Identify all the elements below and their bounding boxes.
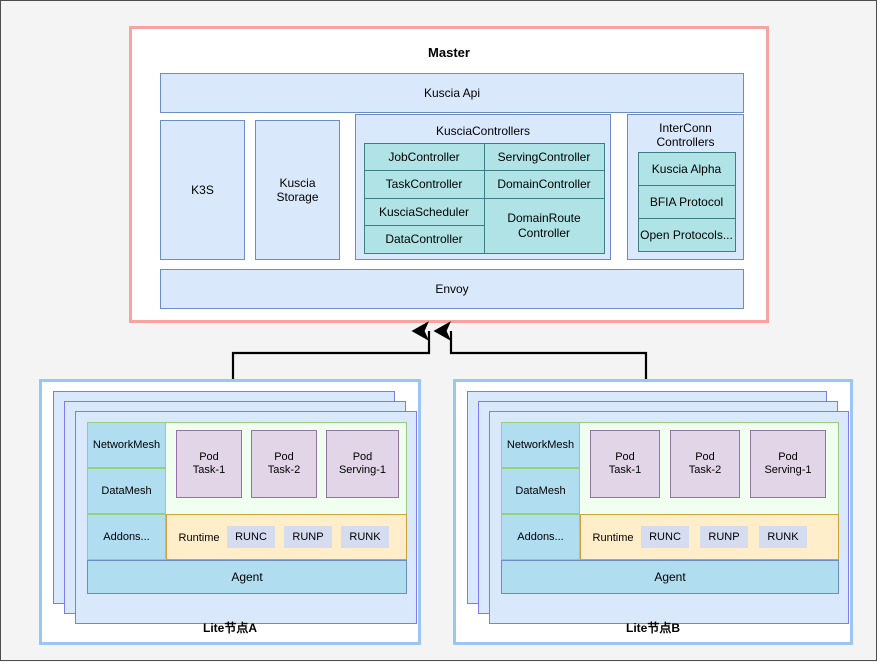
pod-line1: Pod xyxy=(274,451,294,464)
lite-node-b-card-front[interactable]: NetworkMesh DataMesh Addons... Pod Task-… xyxy=(489,411,849,624)
lite-node-a-label: Lite节点A xyxy=(202,620,257,635)
interconn-title-line1: InterConn xyxy=(659,120,712,135)
interconn-item-open-protocols[interactable]: Open Protocols... xyxy=(637,218,736,253)
arrow-node-a-to-master xyxy=(231,321,431,386)
envoy-box[interactable]: Envoy xyxy=(160,269,744,309)
lite-node-a-networkmesh[interactable]: NetworkMesh xyxy=(87,422,166,468)
controller-serving[interactable]: ServingController xyxy=(483,142,605,171)
pod-line2: Task-2 xyxy=(267,464,301,476)
lite-node-b-pod-serving-1[interactable]: Pod Serving-1 xyxy=(750,430,826,498)
domain-route-line2: Controller xyxy=(517,225,571,240)
interconn-controllers-box: InterConn Controllers Kuscia Alpha BFIA … xyxy=(627,114,744,260)
lite-node-a-runtime-runc[interactable]: RUNC xyxy=(227,526,275,548)
pod-line2: Task-2 xyxy=(688,464,722,476)
interconn-controllers-title: InterConn Controllers xyxy=(628,120,743,150)
lite-node-a-datamesh[interactable]: DataMesh xyxy=(87,468,166,514)
pod-line2: Task-1 xyxy=(192,464,226,476)
pod-line1: Pod xyxy=(695,451,715,464)
kuscia-api-box[interactable]: Kuscia Api xyxy=(160,73,744,113)
master-container: Master Kuscia Api K3S Kuscia Storage Kus… xyxy=(129,26,769,323)
interconn-title-line2: Controllers xyxy=(656,135,715,149)
lite-node-b-pod-task-1[interactable]: Pod Task-1 xyxy=(590,430,660,498)
kuscia-storage-line2: Storage xyxy=(276,190,319,204)
domain-route-line1: DomainRoute xyxy=(507,211,581,226)
lite-node-b-agent[interactable]: Agent xyxy=(501,560,839,594)
controller-kuscia-scheduler[interactable]: KusciaScheduler xyxy=(363,197,485,226)
controller-job[interactable]: JobController xyxy=(363,142,485,171)
lite-node-a-frame: NetworkMesh DataMesh Addons... Pod Task-… xyxy=(39,379,421,645)
controller-domain[interactable]: DomainController xyxy=(483,170,605,199)
kuscia-storage-line1: Kuscia xyxy=(279,175,316,190)
lite-node-b-runtime-runp[interactable]: RUNP xyxy=(700,526,748,548)
interconn-item-kuscia-alpha[interactable]: Kuscia Alpha xyxy=(637,151,736,186)
interconn-item-bfia-protocol[interactable]: BFIA Protocol xyxy=(637,184,736,220)
interconn-items-list: Kuscia Alpha BFIA Protocol Open Protocol… xyxy=(637,151,736,253)
pod-line1: Pod xyxy=(778,451,798,464)
controller-task[interactable]: TaskController xyxy=(363,170,485,199)
pod-line2: Task-1 xyxy=(608,464,642,476)
lite-node-b-networkmesh[interactable]: NetworkMesh xyxy=(501,422,580,468)
pod-line2: Serving-1 xyxy=(764,464,812,476)
lite-node-b-pod-task-2[interactable]: Pod Task-2 xyxy=(670,430,740,498)
kuscia-storage-box[interactable]: Kuscia Storage xyxy=(255,120,340,260)
lite-node-a-agent[interactable]: Agent xyxy=(87,560,407,594)
lite-node-a-runtime-runp[interactable]: RUNP xyxy=(284,526,332,548)
lite-node-a-runtime-label: Runtime xyxy=(178,531,220,544)
kuscia-controllers-title: KusciaControllers xyxy=(435,123,531,138)
lite-node-a-pod-task-1[interactable]: Pod Task-1 xyxy=(176,430,242,498)
k3s-box[interactable]: K3S xyxy=(160,120,245,260)
lite-node-b-datamesh[interactable]: DataMesh xyxy=(501,468,580,514)
lite-node-b-label: Lite节点B xyxy=(625,620,680,635)
controller-domain-route[interactable]: DomainRoute Controller xyxy=(483,197,605,254)
lite-node-b-frame: NetworkMesh DataMesh Addons... Pod Task-… xyxy=(453,379,853,645)
kuscia-storage-label: Kuscia Storage xyxy=(276,176,318,204)
pod-line1: Pod xyxy=(615,451,635,464)
pod-line2: Serving-1 xyxy=(338,464,387,476)
lite-node-a-runtime-runk[interactable]: RUNK xyxy=(341,526,389,548)
lite-node-b-runtime-row: Runtime RUNC RUNP RUNK xyxy=(580,514,839,560)
pod-line1: Pod xyxy=(199,451,219,464)
controller-data[interactable]: DataController xyxy=(363,225,485,254)
kuscia-controllers-grid: JobController ServingController TaskCont… xyxy=(363,142,605,254)
lite-node-a-card-front[interactable]: NetworkMesh DataMesh Addons... Pod Task-… xyxy=(75,411,417,624)
lite-node-a-addons[interactable]: Addons... xyxy=(87,514,166,560)
lite-node-a-pod-task-2[interactable]: Pod Task-2 xyxy=(251,430,317,498)
lite-node-b-runtime-runc[interactable]: RUNC xyxy=(641,526,689,548)
kuscia-controllers-box: KusciaControllers JobController ServingC… xyxy=(355,114,611,260)
lite-node-a-runtime-row: Runtime RUNC RUNP RUNK xyxy=(166,514,407,560)
lite-node-a-pod-serving-1[interactable]: Pod Serving-1 xyxy=(326,430,399,498)
lite-node-b-addons[interactable]: Addons... xyxy=(501,514,580,560)
master-title: Master xyxy=(428,45,470,61)
arrow-node-b-to-master xyxy=(433,321,648,386)
controller-domain-route-label: DomainRoute Controller xyxy=(507,211,580,239)
lite-node-b-runtime-label: Runtime xyxy=(592,531,634,544)
pod-line1: Pod xyxy=(352,451,373,464)
lite-node-b-runtime-runk[interactable]: RUNK xyxy=(759,526,807,548)
